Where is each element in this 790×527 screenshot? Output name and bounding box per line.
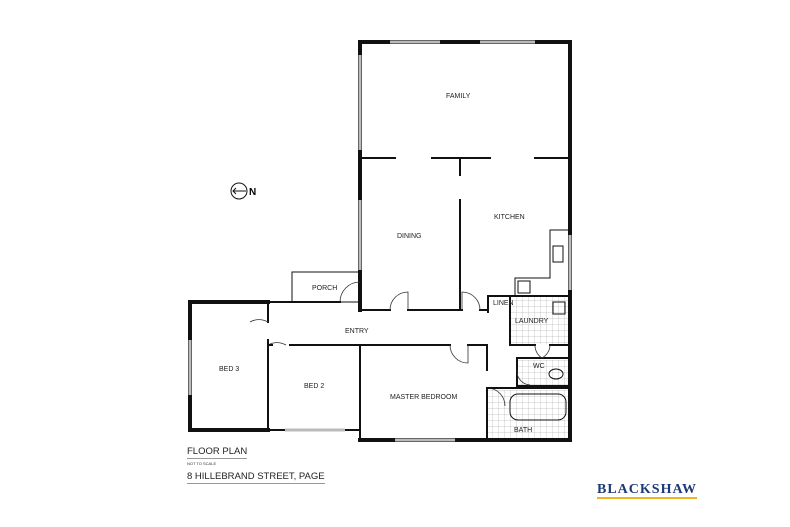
room-label-laundry: LAUNDRY xyxy=(515,318,549,325)
room-label-family: FAMILY xyxy=(446,93,471,100)
laundry-tub xyxy=(552,301,566,315)
north-label: N xyxy=(249,187,256,198)
laundry-tiles xyxy=(510,296,568,344)
door-swing xyxy=(389,291,481,311)
north-arrow: N xyxy=(230,182,256,200)
bath-tiles xyxy=(487,390,568,441)
room-label-bed3: BED 3 xyxy=(219,366,239,373)
room-label-linen: LINEN xyxy=(493,300,514,307)
address: 8 HILLEBRAND STREET, PAGE xyxy=(187,471,325,484)
room-label-kitchen: KITCHEN xyxy=(494,214,525,221)
room-label-porch: PORCH xyxy=(312,285,337,292)
room-label-bed2: BED 2 xyxy=(304,383,324,390)
plan-title: FLOOR PLAN xyxy=(187,446,248,459)
living-outer-wall xyxy=(358,40,572,312)
master-wall xyxy=(267,344,488,441)
north-circle xyxy=(230,182,248,200)
interior-wall xyxy=(359,157,571,311)
door-swing xyxy=(516,344,551,386)
bathtub xyxy=(509,393,567,421)
room-label-master-bedroom: MASTER BEDROOM xyxy=(390,394,457,401)
bed-wall xyxy=(267,301,361,431)
door-swing xyxy=(339,281,361,303)
wc-tiles xyxy=(517,360,568,386)
brand-logo: BLACKSHAW xyxy=(597,482,698,499)
kitchen-bench xyxy=(514,229,568,295)
room-label-dining: DINING xyxy=(397,233,422,240)
sink xyxy=(552,245,564,263)
arrow-left-icon xyxy=(232,187,246,195)
cooktop xyxy=(517,280,531,294)
toilet xyxy=(548,368,564,380)
scale-note: NOT TO SCALE xyxy=(187,461,217,466)
room-label-entry: ENTRY xyxy=(345,328,369,335)
room-label-bath: BATH xyxy=(514,427,532,434)
room-label-wc: WC xyxy=(533,363,545,370)
